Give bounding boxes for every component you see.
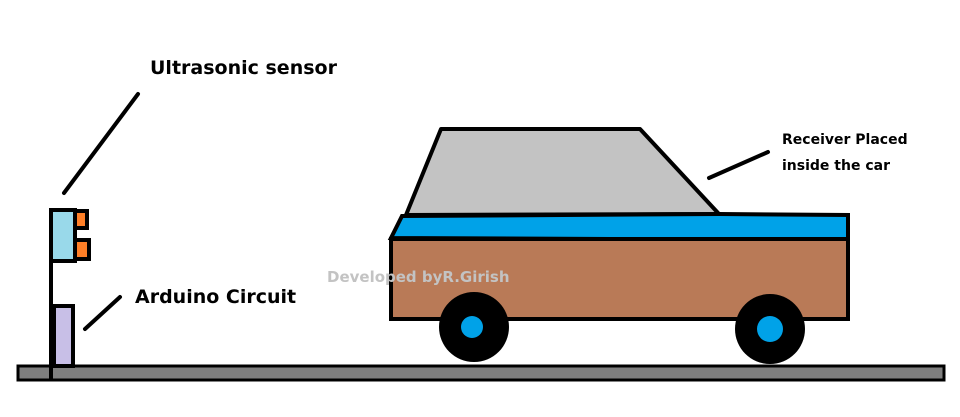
receiver-label-line1: Receiver Placed bbox=[782, 132, 908, 148]
car-window bbox=[404, 127, 721, 217]
front-wheel bbox=[735, 294, 805, 364]
ground-road bbox=[16, 364, 946, 382]
car-stripe bbox=[387, 211, 850, 243]
rear-hubcap bbox=[461, 316, 483, 338]
receiver-leader-line bbox=[707, 150, 770, 180]
ultrasonic-sensor bbox=[49, 208, 91, 263]
sensor-leader-line bbox=[62, 92, 140, 195]
receiver-label-line2: inside the car bbox=[782, 158, 890, 174]
watermark-text: Developed byR.Girish bbox=[327, 268, 510, 286]
ultrasonic-sensor-label: Ultrasonic sensor bbox=[150, 57, 338, 79]
front-hubcap bbox=[757, 316, 783, 342]
rear-wheel bbox=[439, 292, 509, 362]
car bbox=[387, 127, 850, 364]
arduino-circuit-box bbox=[52, 304, 75, 368]
transducer-bottom bbox=[73, 238, 91, 261]
arduino-circuit-label: Arduino Circuit bbox=[135, 286, 296, 308]
transducer-top bbox=[73, 209, 89, 230]
arduino-leader-line bbox=[83, 295, 122, 331]
sensor-body bbox=[49, 208, 77, 263]
